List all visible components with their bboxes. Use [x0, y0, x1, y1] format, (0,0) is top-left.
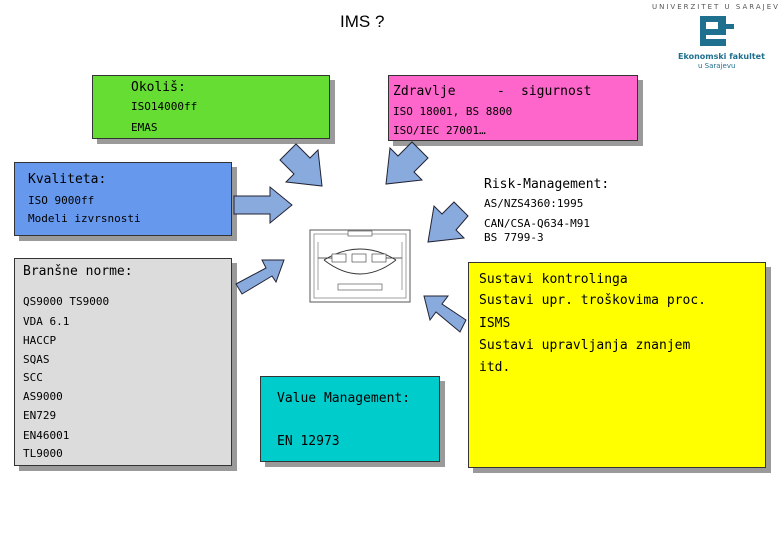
kvaliteta-title: Kvaliteta: [28, 172, 107, 187]
kontroling-item: Sustavi upravljanja znanjem [479, 338, 691, 353]
bransne-item: EN46001 [23, 429, 70, 442]
arrow-up-left-icon [423, 295, 467, 333]
arrow-down-left-icon [385, 141, 429, 185]
bransne-item: SQAS [23, 353, 50, 366]
zdravlje-dash: - [497, 84, 505, 99]
process-diagram-icon [309, 229, 411, 303]
kontroling-box: Sustavi kontrolinga Sustavi upr. troškov… [468, 262, 766, 468]
bransne-item: VDA 6.1 [23, 315, 70, 328]
bransne-item: HACCP [23, 334, 57, 347]
arrow-down-left-icon [427, 201, 469, 243]
bransne-item: AS9000 [23, 390, 63, 403]
kontroling-item: ISMS [479, 316, 511, 331]
kontroling-item: itd. [479, 360, 511, 375]
okolis-standard-emas: EMAS [131, 121, 158, 134]
university-name: UNIVERZITET U SARAJEVU [652, 3, 780, 11]
okolis-standard-iso: ISO14000ff [131, 100, 198, 113]
arrow-up-right-icon [235, 259, 285, 295]
risk-standard-3: BS 7799-3 [484, 231, 544, 244]
faculty-name: Ekonomski fakultet [678, 52, 765, 61]
okolis-title: Okoliš: [131, 80, 186, 95]
bransne-item: QS9000 TS9000 [23, 295, 110, 308]
arrow-right-icon [233, 185, 293, 225]
faculty-city: u Sarajevu [698, 62, 736, 70]
zdravlje-standard-1: ISO 18001, BS 8800 [393, 105, 513, 118]
value-standard: EN 12973 [277, 434, 340, 449]
bransne-item: SCC [23, 371, 43, 384]
risk-title: Risk-Management: [484, 177, 610, 192]
page-title: IMS ? [340, 12, 385, 31]
kontroling-item: Sustavi upr. troškovima proc. [479, 293, 706, 308]
bransne-item: EN729 [23, 409, 57, 422]
risk-standard-2: CAN/CSA-Q634-M91 [484, 217, 590, 230]
faculty-logo-icon [700, 16, 734, 46]
kvaliteta-box: Kvaliteta: ISO 9000ff Modeli izvrsnosti [14, 162, 232, 236]
sigurnost-title: sigurnost [521, 84, 592, 99]
value-title: Value Management: [277, 391, 411, 406]
okolis-box: Okoliš: ISO14000ff EMAS [92, 75, 330, 139]
bransne-norme-box: Branšne norme: QS9000 TS9000 VDA 6.1 HAC… [14, 258, 232, 466]
zdravlje-standard-2: ISO/IEC 27001… [393, 124, 486, 137]
kontroling-item: Sustavi kontrolinga [479, 272, 628, 287]
value-management-box: Value Management: EN 12973 [260, 376, 440, 462]
bransne-item: TL9000 [23, 447, 63, 460]
bransne-title: Branšne norme: [23, 264, 133, 279]
arrow-down-right-icon [279, 143, 323, 187]
zdravlje-box: Zdravlje - sigurnost ISO 18001, BS 8800 … [388, 75, 638, 141]
kvaliteta-standard: ISO 9000ff [28, 194, 95, 207]
zdravlje-title: Zdravlje [393, 84, 456, 99]
kvaliteta-models: Modeli izvrsnosti [28, 212, 141, 225]
risk-standard-1: AS/NZS4360:1995 [484, 197, 584, 210]
